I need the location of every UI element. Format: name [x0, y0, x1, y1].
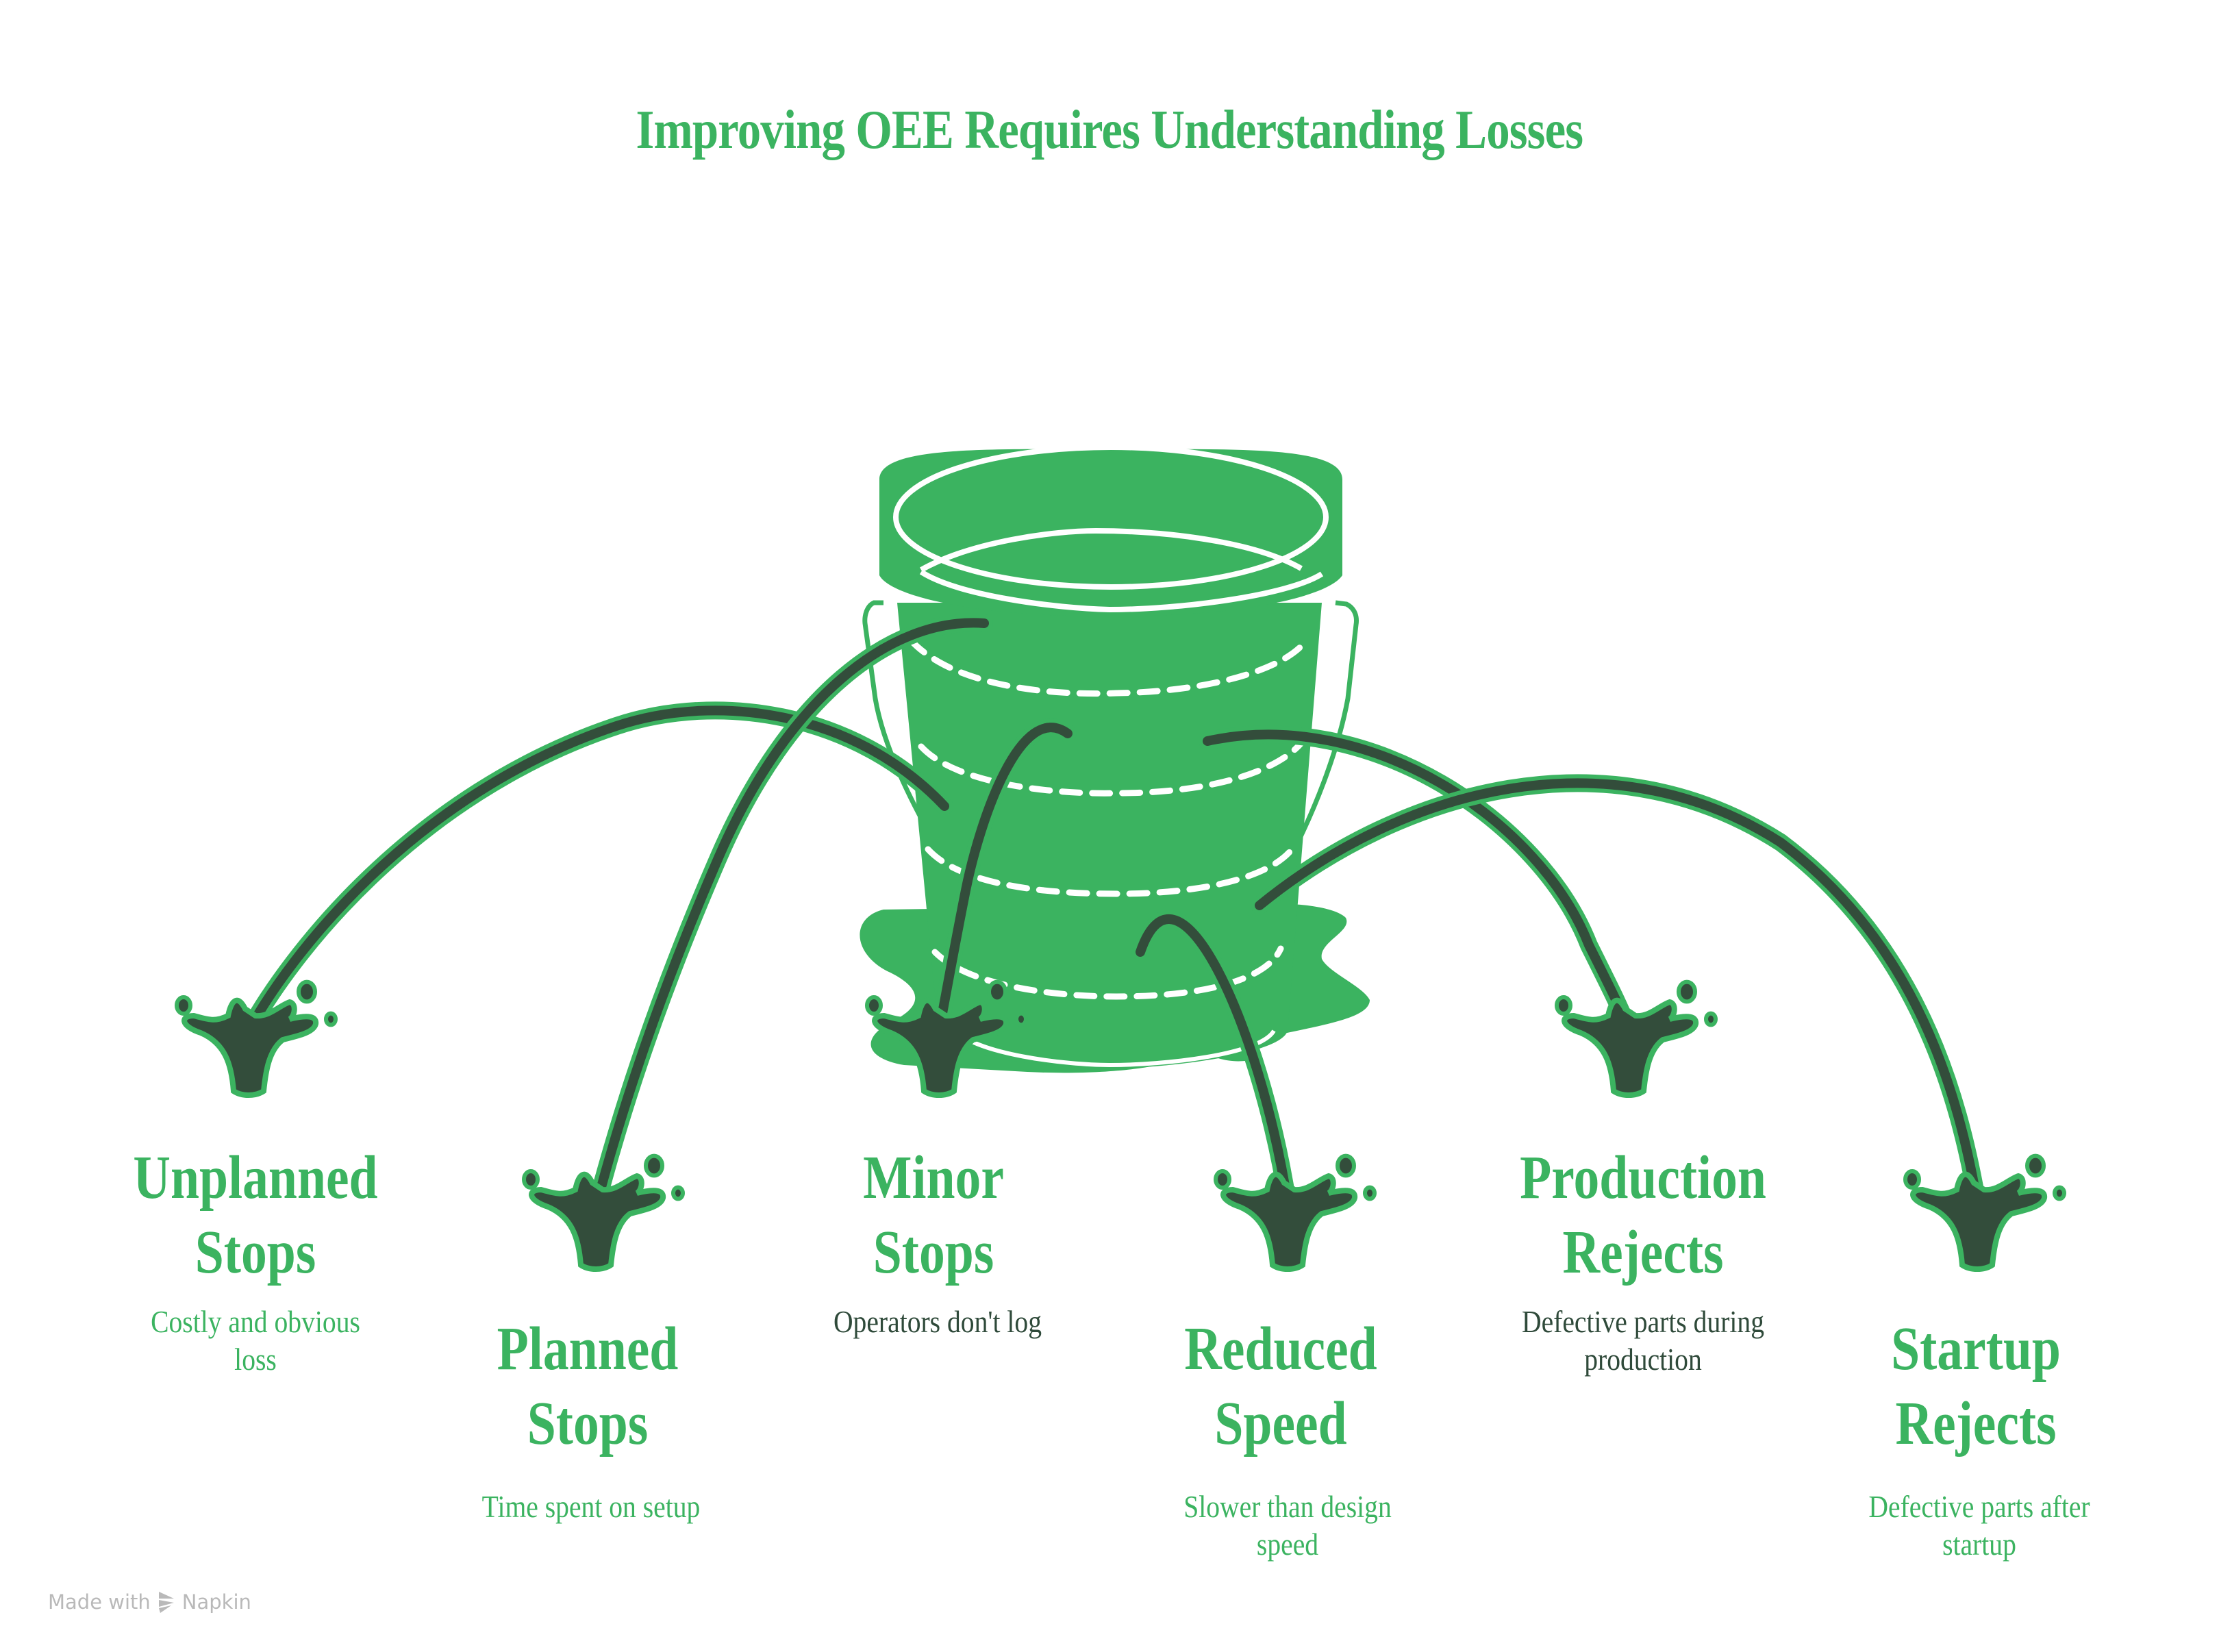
diagram-title: Improving OEE Requires Understanding Los…	[0, 103, 2219, 158]
label-startup-rejects: Startup Rejects Defective parts after st…	[1736, 1312, 2216, 1564]
loss-description: Time spent on setup	[481, 1490, 701, 1524]
watermark-brand: Napkin	[181, 1590, 251, 1614]
heading-line2: Speed	[1214, 1390, 1347, 1457]
droplet	[1704, 1011, 1718, 1027]
loss-description: Operators don't log	[833, 1305, 1042, 1339]
droplet	[671, 1185, 685, 1201]
label-unplanned-stops: Unplanned Stops Costly and obvious loss	[16, 1140, 495, 1379]
droplet	[644, 1153, 664, 1178]
label-minor-stops: Minor Stops Operators don't log	[694, 1140, 1173, 1341]
loss-description: Defective parts after startup	[1868, 1490, 2090, 1562]
stream-production-rejects	[1199, 725, 1638, 1040]
watermark-prefix: Made with	[48, 1590, 151, 1614]
heading-line1: Production	[1520, 1144, 1766, 1212]
heading-line1: Unplanned	[133, 1144, 378, 1212]
stream-minor-stops	[930, 718, 1077, 1040]
loss-description: Slower than design speed	[1183, 1490, 1392, 1562]
droplet	[1903, 1169, 1921, 1190]
leak-splashes	[175, 979, 2066, 1272]
droplet	[175, 995, 192, 1016]
splash-reduced-speed	[1214, 1153, 1377, 1272]
droplet	[865, 995, 883, 1016]
droplet	[1014, 1011, 1028, 1027]
splash-unplanned-stops	[175, 979, 338, 1098]
heading-line2: Stops	[527, 1390, 649, 1457]
droplet	[522, 1169, 540, 1190]
heading-line1: Reduced	[1184, 1315, 1377, 1383]
splash-startup-rejects	[1903, 1153, 2066, 1272]
splash-minor-stops	[865, 979, 1028, 1098]
droplet	[1677, 979, 1697, 1004]
heading-line2: Stops	[873, 1218, 994, 1286]
label-planned-stops: Planned Stops Time spent on setup	[348, 1312, 827, 1526]
droplet	[1336, 1153, 1356, 1178]
stream-planned-stops	[588, 614, 993, 1211]
label-reduced-speed: Reduced Speed Slower than design speed	[1041, 1312, 1520, 1564]
heading-line2: Stops	[195, 1218, 316, 1286]
diagram-title-text: Improving OEE Requires Understanding Los…	[636, 100, 1583, 160]
stream-reduced-speed	[1131, 910, 1296, 1211]
stream-unplanned-stops	[240, 701, 953, 1040]
heading-line1: Minor	[863, 1144, 1004, 1212]
napkin-logo-icon	[158, 1592, 174, 1613]
heading-line2: Rejects	[1562, 1218, 1724, 1286]
droplet	[2025, 1153, 2046, 1178]
droplet	[987, 979, 1007, 1004]
droplet	[324, 1011, 338, 1027]
napkin-watermark[interactable]: Made with Napkin	[48, 1590, 251, 1614]
stream-startup-rejects	[1251, 774, 1986, 1211]
heading-line2: Rejects	[1895, 1390, 2057, 1457]
splash-planned-stops	[522, 1153, 685, 1272]
droplet	[2053, 1185, 2066, 1201]
splash-production-rejects	[1555, 979, 1718, 1098]
label-production-rejects: Production Rejects Defective parts durin…	[1403, 1140, 1883, 1379]
loss-description: Defective parts during production	[1521, 1305, 1765, 1377]
droplet	[297, 979, 317, 1004]
droplet	[1214, 1169, 1231, 1190]
loss-description: Costly and obvious loss	[151, 1305, 360, 1377]
heading-line1: Planned	[497, 1315, 679, 1383]
droplet	[1363, 1185, 1377, 1201]
heading-line1: Startup	[1891, 1315, 2061, 1383]
leak-streams	[240, 614, 1986, 1211]
droplet	[1555, 995, 1572, 1016]
